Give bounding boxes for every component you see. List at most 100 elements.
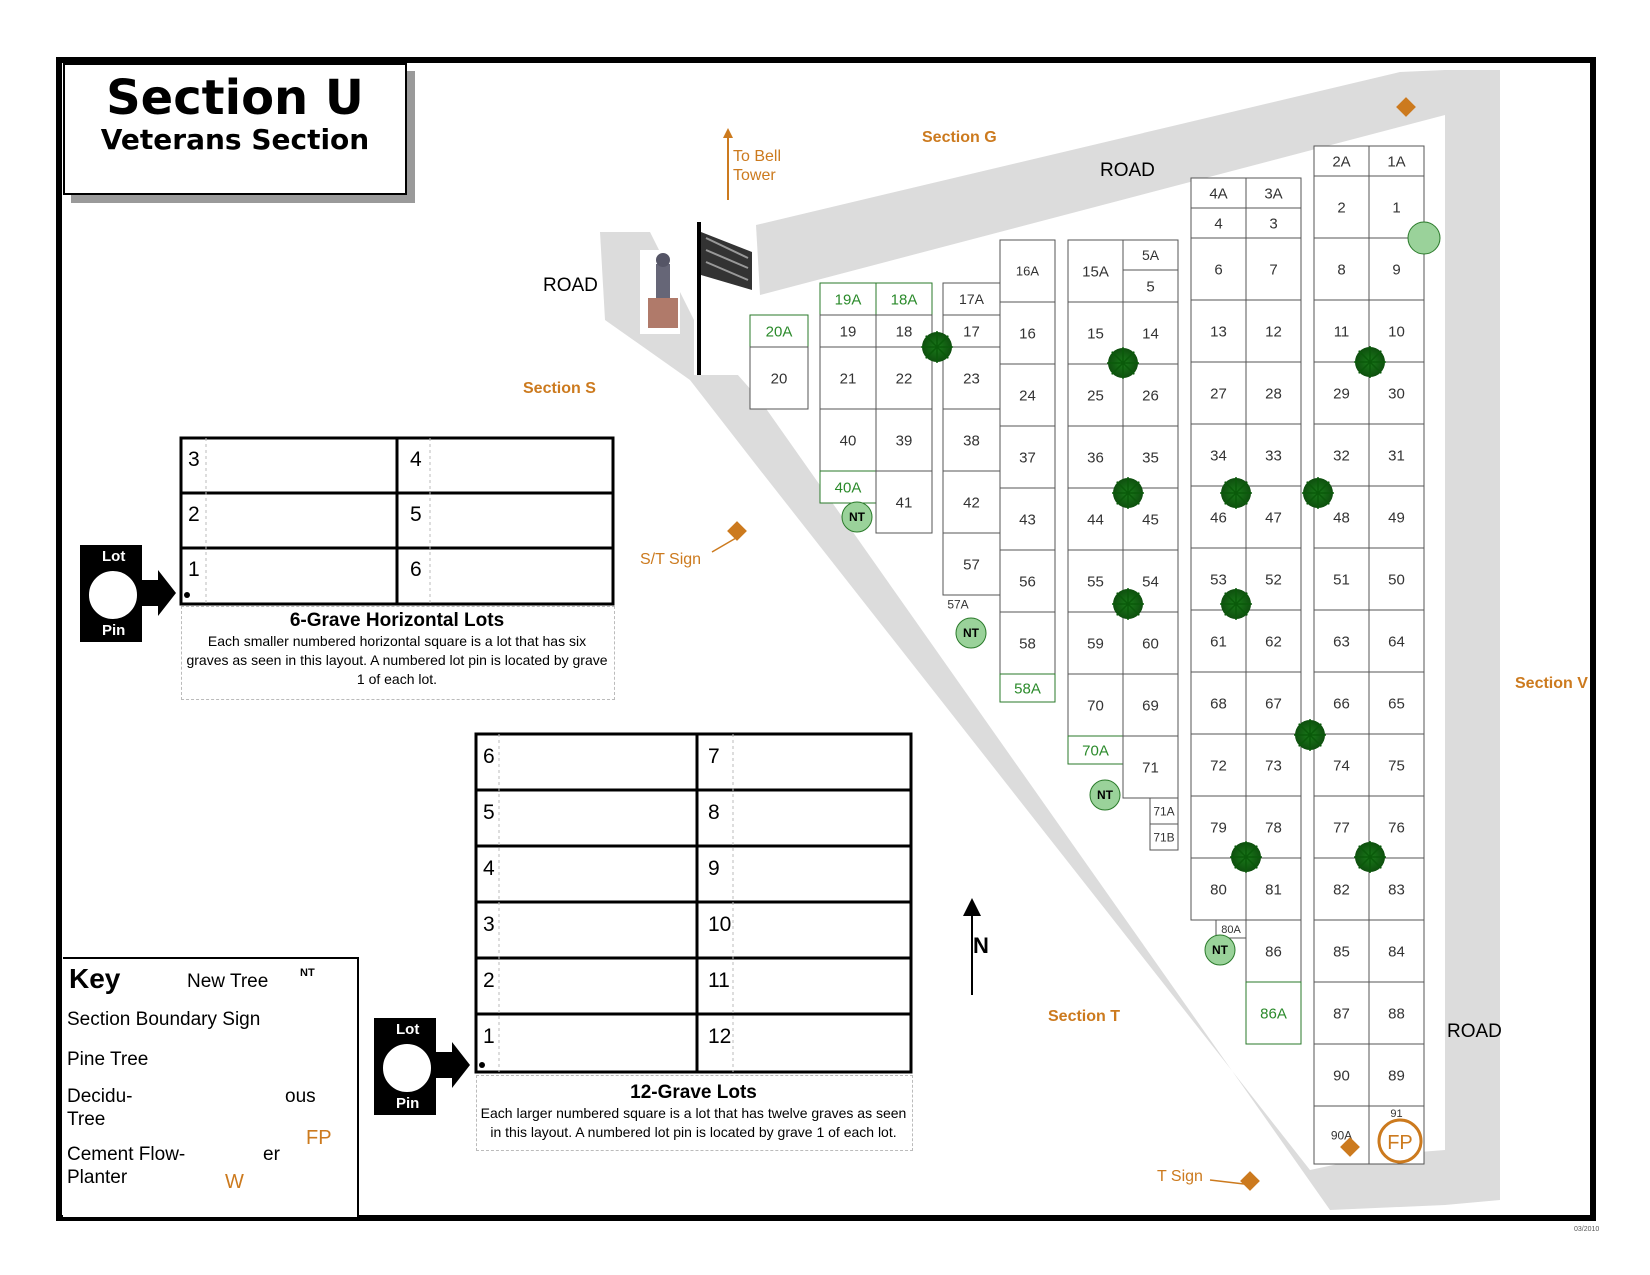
lot-8: 8 xyxy=(1313,237,1370,301)
new-tree-icon: NT xyxy=(1089,779,1121,811)
lot-label: 47 xyxy=(1265,509,1282,526)
lot-label: 4 xyxy=(1214,215,1222,232)
lot-label: 58 xyxy=(1019,635,1036,652)
six-lot-title: 6-Grave Horizontal Lots xyxy=(289,610,505,631)
section-boundary-sign-icon xyxy=(727,521,747,541)
section-g-label: Section G xyxy=(922,129,997,146)
lot-label: 85 xyxy=(1333,943,1350,960)
lot-label: 65 xyxy=(1388,695,1405,712)
lot-label: 17 xyxy=(963,323,980,340)
lot-49: 49 xyxy=(1368,485,1425,549)
lot-label: 1A xyxy=(1387,153,1405,170)
lot-label: 81 xyxy=(1265,881,1282,898)
six-lot-grave-2: 2 xyxy=(188,503,200,526)
lot-21: 21 xyxy=(819,346,877,410)
lot-70: 70 xyxy=(1067,673,1124,737)
lot-71a: 71A xyxy=(1149,797,1179,825)
road-right xyxy=(1445,70,1500,1205)
lot-58: 58 xyxy=(999,611,1056,675)
lot-label: 70A xyxy=(1082,742,1109,759)
pine-tree-icon xyxy=(921,331,953,363)
section-t-label: Section T xyxy=(1048,1008,1121,1025)
key-nt-label: NT xyxy=(300,967,315,979)
lot-pin-small-top: Lot xyxy=(102,548,126,565)
lot-label: 6 xyxy=(1214,261,1222,278)
lot-label: 18 xyxy=(896,323,913,340)
lot-58a: 58A xyxy=(999,673,1056,703)
lot-label: 77 xyxy=(1333,819,1350,836)
lot-label: 29 xyxy=(1333,385,1350,402)
key-fp-label: FP xyxy=(306,1127,332,1149)
lot-12: 12 xyxy=(1245,299,1302,363)
twelve-lot-grave-3: 3 xyxy=(483,913,495,936)
lot-label: 40 xyxy=(840,432,857,449)
lot-label: 19 xyxy=(840,323,857,340)
st-sign-arrow xyxy=(711,537,737,553)
lot-63: 63 xyxy=(1313,609,1370,673)
bell-tower-label-1: To Bell xyxy=(733,148,782,165)
lot-label: 15A xyxy=(1082,263,1109,280)
lot-11: 11 xyxy=(1313,299,1370,363)
key-boundary-sign-label: Section Boundary Sign xyxy=(67,1009,261,1030)
pine-tree-icon xyxy=(1112,588,1144,620)
pine-tree-icon xyxy=(1354,346,1386,378)
lot-label: 35 xyxy=(1142,449,1159,466)
cement-flower-planter-icon xyxy=(1377,1118,1423,1164)
lot-18a: 18A xyxy=(875,282,933,316)
lot-label: 31 xyxy=(1388,447,1405,464)
bell-tower-label-2: Tower xyxy=(733,167,776,184)
lot-23: 23 xyxy=(942,346,1001,410)
key-cement-label-3: Planter xyxy=(67,1167,128,1188)
bell-tower-arrow xyxy=(723,128,733,200)
lot-64: 64 xyxy=(1368,609,1425,673)
new-tree-label: NT xyxy=(849,510,866,524)
lot-pin-small-bottom: Pin xyxy=(102,622,126,639)
lot-label: 22 xyxy=(896,370,913,387)
lot-label: 69 xyxy=(1142,697,1159,714)
lot-72: 72 xyxy=(1190,733,1247,797)
lot-label: 75 xyxy=(1388,757,1405,774)
twelve-lot-grave-1: 1 xyxy=(483,1025,495,1048)
road-label-left: ROAD xyxy=(543,275,598,296)
new-tree-icon: NT xyxy=(955,617,987,649)
lot-68: 68 xyxy=(1190,671,1247,735)
lot-label: 34 xyxy=(1210,447,1227,464)
road-diagonal xyxy=(600,232,1445,1210)
lot-47: 47 xyxy=(1245,485,1302,549)
lot-52: 52 xyxy=(1245,547,1302,611)
lot-17a: 17A xyxy=(942,282,1001,316)
lot-87: 87 xyxy=(1313,981,1370,1045)
lot-label: 14 xyxy=(1142,325,1159,342)
lot-84: 84 xyxy=(1368,919,1425,983)
lot-90: 90 xyxy=(1313,1043,1370,1107)
twelve-lot-grave-4: 4 xyxy=(483,857,495,880)
six-lot-caption: 6-Grave Horizontal Lots Each smaller num… xyxy=(185,610,609,689)
t-sign-arrow xyxy=(1209,1179,1245,1185)
lot-label: 90A xyxy=(1331,1128,1352,1142)
lot-label: 5A xyxy=(1142,247,1160,263)
lot-32: 32 xyxy=(1313,423,1370,487)
lot-label: 12 xyxy=(1265,323,1282,340)
lot-19a: 19A xyxy=(819,282,877,316)
lot-label: 1 xyxy=(1392,199,1400,216)
twelve-lot-title: 12-Grave Lots xyxy=(630,1082,757,1103)
lot-60: 60 xyxy=(1122,611,1179,675)
lot-41: 41 xyxy=(875,470,933,534)
lot-label: 5 xyxy=(1146,278,1154,295)
lot-65: 65 xyxy=(1368,671,1425,735)
six-grave-lot-diagram xyxy=(179,436,615,606)
lot-label: 50 xyxy=(1388,571,1405,588)
lot-label: 20A xyxy=(766,323,793,340)
lot-label: 52 xyxy=(1265,571,1282,588)
lot-label: 71A xyxy=(1153,804,1174,818)
twelve-lot-grave-6: 6 xyxy=(483,745,495,768)
lot-33: 33 xyxy=(1245,423,1302,487)
twelve-lot-grave-8: 8 xyxy=(708,801,720,824)
lot-3a: 3A xyxy=(1245,177,1302,209)
lot-label: 44 xyxy=(1087,511,1104,528)
lot-7: 7 xyxy=(1245,237,1302,301)
lot-61: 61 xyxy=(1190,609,1247,673)
key-w-label: W xyxy=(225,1171,244,1193)
lot-89: 89 xyxy=(1368,1043,1425,1107)
lot-label: 11 xyxy=(1334,323,1350,340)
